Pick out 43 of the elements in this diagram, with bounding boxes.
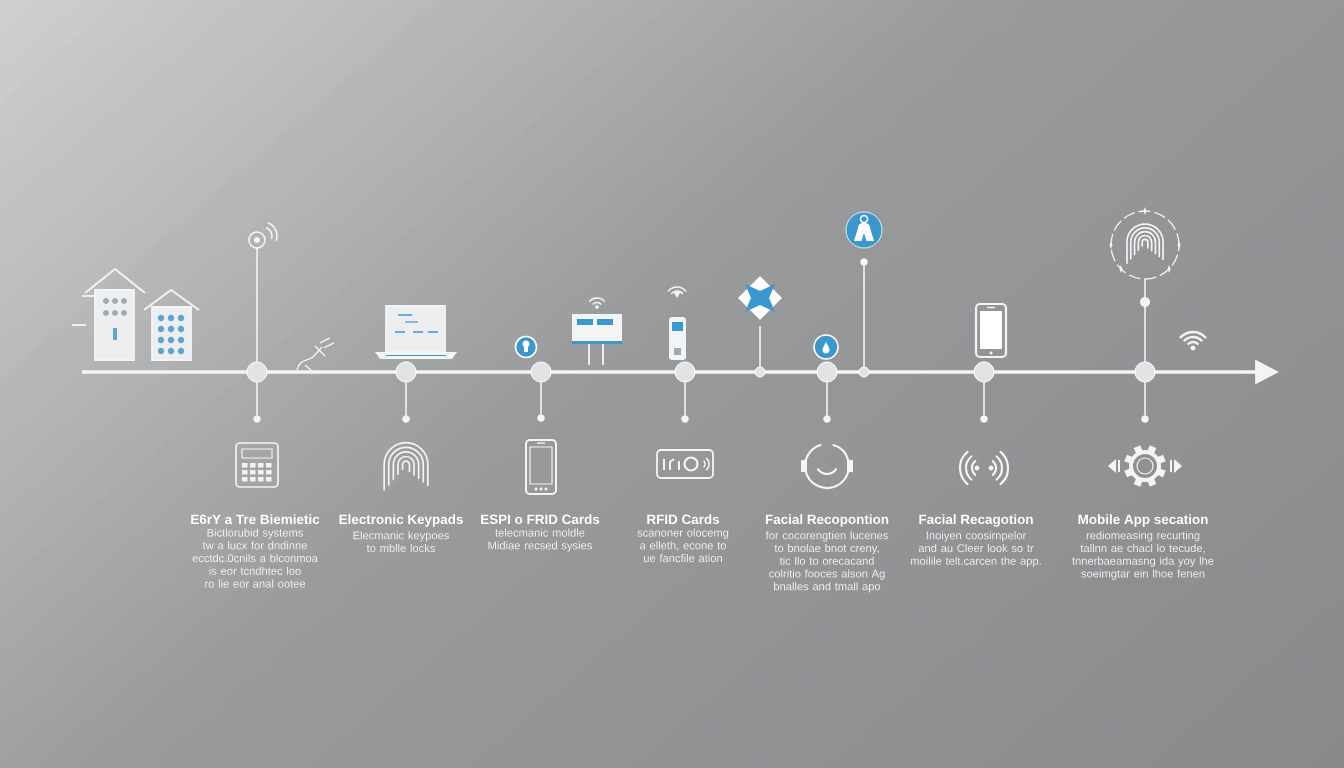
fingerprint-icon <box>1109 207 1181 280</box>
timeline-dot <box>674 361 696 383</box>
calculator-icon <box>235 442 279 488</box>
face-icon <box>801 443 853 489</box>
milestone-description: Elecmanic keypoes to mblle locks <box>353 531 449 553</box>
milestone-description: for cocorengtien lucenes to bnolae bnot creny, tic llo to orecacand colritio fooces alson Ag bnalles and tmall apo <box>765 531 888 593</box>
milestone-description: scanoner olocemg a elleth, econe to ue fancfile ation <box>637 528 729 563</box>
milestone-description: telecmanic moldle Midiae recsed sysies <box>488 528 592 552</box>
milestone-title: Electronic Keypads <box>339 514 463 527</box>
milestone-title: E6rY a Tre Biemietic <box>191 514 320 525</box>
milestone-description: Bictlorubid systems tw a lucx for dndinne ecctdc.0cnils a blconmoa is eor tcndhtec loo ro lie eor anal ootee <box>192 528 318 588</box>
timeline-dot <box>973 361 995 383</box>
diamond-icon <box>738 276 782 320</box>
beacon-icon <box>248 222 278 249</box>
gear-icon <box>1108 445 1182 487</box>
timeline-dot <box>816 361 838 383</box>
milestone-description: rediomeasing recurting tallnn ae chacl lo tecude, tnnerbaeamasng ida yoy lhe soeimgtar ein lhoe fenen <box>1072 531 1214 580</box>
timeline-dot <box>395 361 417 383</box>
stem-line <box>256 381 258 417</box>
stem-line <box>405 381 407 417</box>
stem-line <box>1144 278 1146 363</box>
smartphone-icon <box>525 439 557 495</box>
milestone-title: Facial Recopontion <box>765 514 889 527</box>
stem-line <box>863 264 865 368</box>
stem-line <box>826 381 828 417</box>
timeline-dot <box>246 361 268 383</box>
milestone-title: ESPI o FRID Cards <box>481 514 600 525</box>
stem-line <box>983 381 985 417</box>
stem-line <box>256 247 258 363</box>
milestone-title: RFID Cards <box>647 514 720 525</box>
card-icon <box>656 449 714 479</box>
milestone-description: Inoiyen coosirnpelor and au Cleer look so tr moilile telt.carcen the app. <box>911 531 1041 568</box>
stem-line <box>759 325 761 368</box>
timeline-dot <box>530 361 552 383</box>
stem-line <box>684 381 686 417</box>
bell-icon <box>845 211 883 249</box>
timeline-dot <box>1134 361 1156 383</box>
milestone-title: Facial Recagotion <box>919 514 1033 527</box>
signal-icon <box>958 450 1010 486</box>
stem-line <box>540 381 542 416</box>
milestone-title: Mobile App secation <box>1078 514 1208 527</box>
fingerprint-icon <box>383 441 429 491</box>
stem-line <box>1144 381 1146 417</box>
